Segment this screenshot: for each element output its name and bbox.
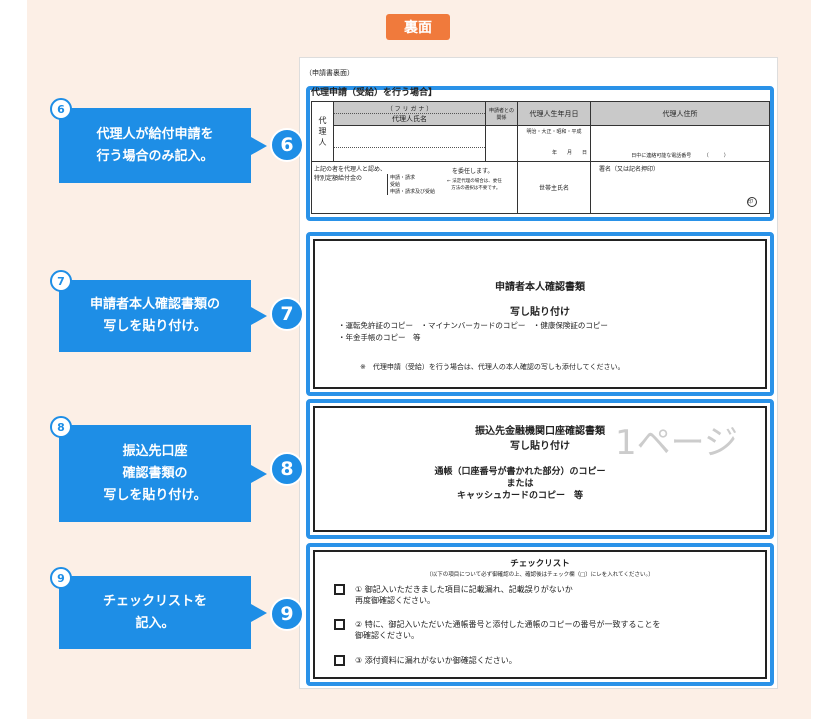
relation-header: 申請者との 関係 xyxy=(485,101,518,126)
proxy-title: 代理申請（受給）を行う場合】 xyxy=(311,88,438,98)
householder-label: 世帯主氏名 xyxy=(517,161,591,214)
back-side-tag: 裏面 xyxy=(386,14,450,40)
checklist-subtitle: （以下の項目について必ず御確認の上、確認後はチェック欄（□）にレを入れてください… xyxy=(426,572,654,578)
checklist-title: チェックリスト xyxy=(510,559,570,569)
callout-9: チェックリストを 記入。 xyxy=(59,576,267,649)
callout-6: 代理人が給付申請を 行う場合のみ記入。 xyxy=(59,108,267,183)
id-doc-subtitle: 写し貼り付け xyxy=(510,307,570,318)
checkbox[interactable] xyxy=(334,619,345,630)
delegation-options[interactable]: 申請・請求 受給 申請・請求及び受給 xyxy=(387,174,435,195)
seal-icon: 印 xyxy=(747,197,757,207)
section-checklist xyxy=(306,543,774,686)
checklist-item-1[interactable]: ① 御記入いただきました項目に記載漏れ、記載誤りがないか 再度御確認ください。 xyxy=(334,584,573,606)
id-doc-title: 申請者本人確認書類 xyxy=(495,282,585,293)
callout-number-7: 7 xyxy=(50,270,72,292)
callout-number-6: 6 xyxy=(50,98,72,120)
badge-7: 7 xyxy=(270,297,304,331)
callout-number-8: 8 xyxy=(50,416,72,438)
page-watermark: 1ページ xyxy=(615,423,738,463)
badge-8: 8 xyxy=(270,452,304,486)
agent-name-field[interactable] xyxy=(333,125,486,162)
proxy-table: 代 理 人 （ フ リ ガ ナ ）代理人氏名 申請者との 関係 代理人生年月日 … xyxy=(311,101,770,214)
section-id-document xyxy=(306,232,774,396)
id-doc-items: ・運転免許証のコピー ・マイナンバーカードのコピー ・健康保険証のコピー ・年金… xyxy=(338,321,608,342)
form-caption: （申請書裏面） xyxy=(305,69,354,77)
callout-7: 申請者本人確認書類の 写しを貼り付け。 xyxy=(59,280,267,352)
checklist-item-2[interactable]: ② 特に、御記入いただいた通帳番号と添付した通帳のコピーの番号が一致することを … xyxy=(334,619,660,641)
relation-field[interactable] xyxy=(485,125,518,162)
callout-8: 振込先口座 確認書類の 写しを貼り付け。 xyxy=(59,425,267,522)
agent-name-header: 代理人氏名 xyxy=(334,112,485,124)
section-bank-document xyxy=(306,399,774,539)
signature-field[interactable]: 署名（又は記名押印）印 xyxy=(590,161,770,214)
bank-doc-subtitle: 写し貼り付け xyxy=(510,441,570,452)
address-header: 代理人住所 xyxy=(590,101,770,126)
bank-doc-body: 通帳（口座番号が書かれた部分）のコピー または キャッシュカードのコピー 等 xyxy=(434,467,606,501)
checkbox[interactable] xyxy=(334,584,345,595)
callout-number-9: 9 xyxy=(50,567,72,589)
badge-9: 9 xyxy=(270,597,304,631)
checklist-item-3[interactable]: ③ 添付資料に漏れがないか御確認ください。 xyxy=(334,655,517,666)
birth-header: 代理人生年月日 xyxy=(517,101,591,126)
agent-label: 代 理 人 xyxy=(311,101,334,162)
address-field[interactable]: 日中に連絡可能な電話番号 （ ） xyxy=(590,125,770,162)
badge-6: 6 xyxy=(270,128,304,162)
id-doc-note: ※ 代理申請（受給）を行う場合は、代理人の本人確認の写しも添付してください。 xyxy=(360,363,625,371)
bank-doc-title: 振込先金融機関口座確認書類 xyxy=(475,426,605,437)
checkbox[interactable] xyxy=(334,655,345,666)
